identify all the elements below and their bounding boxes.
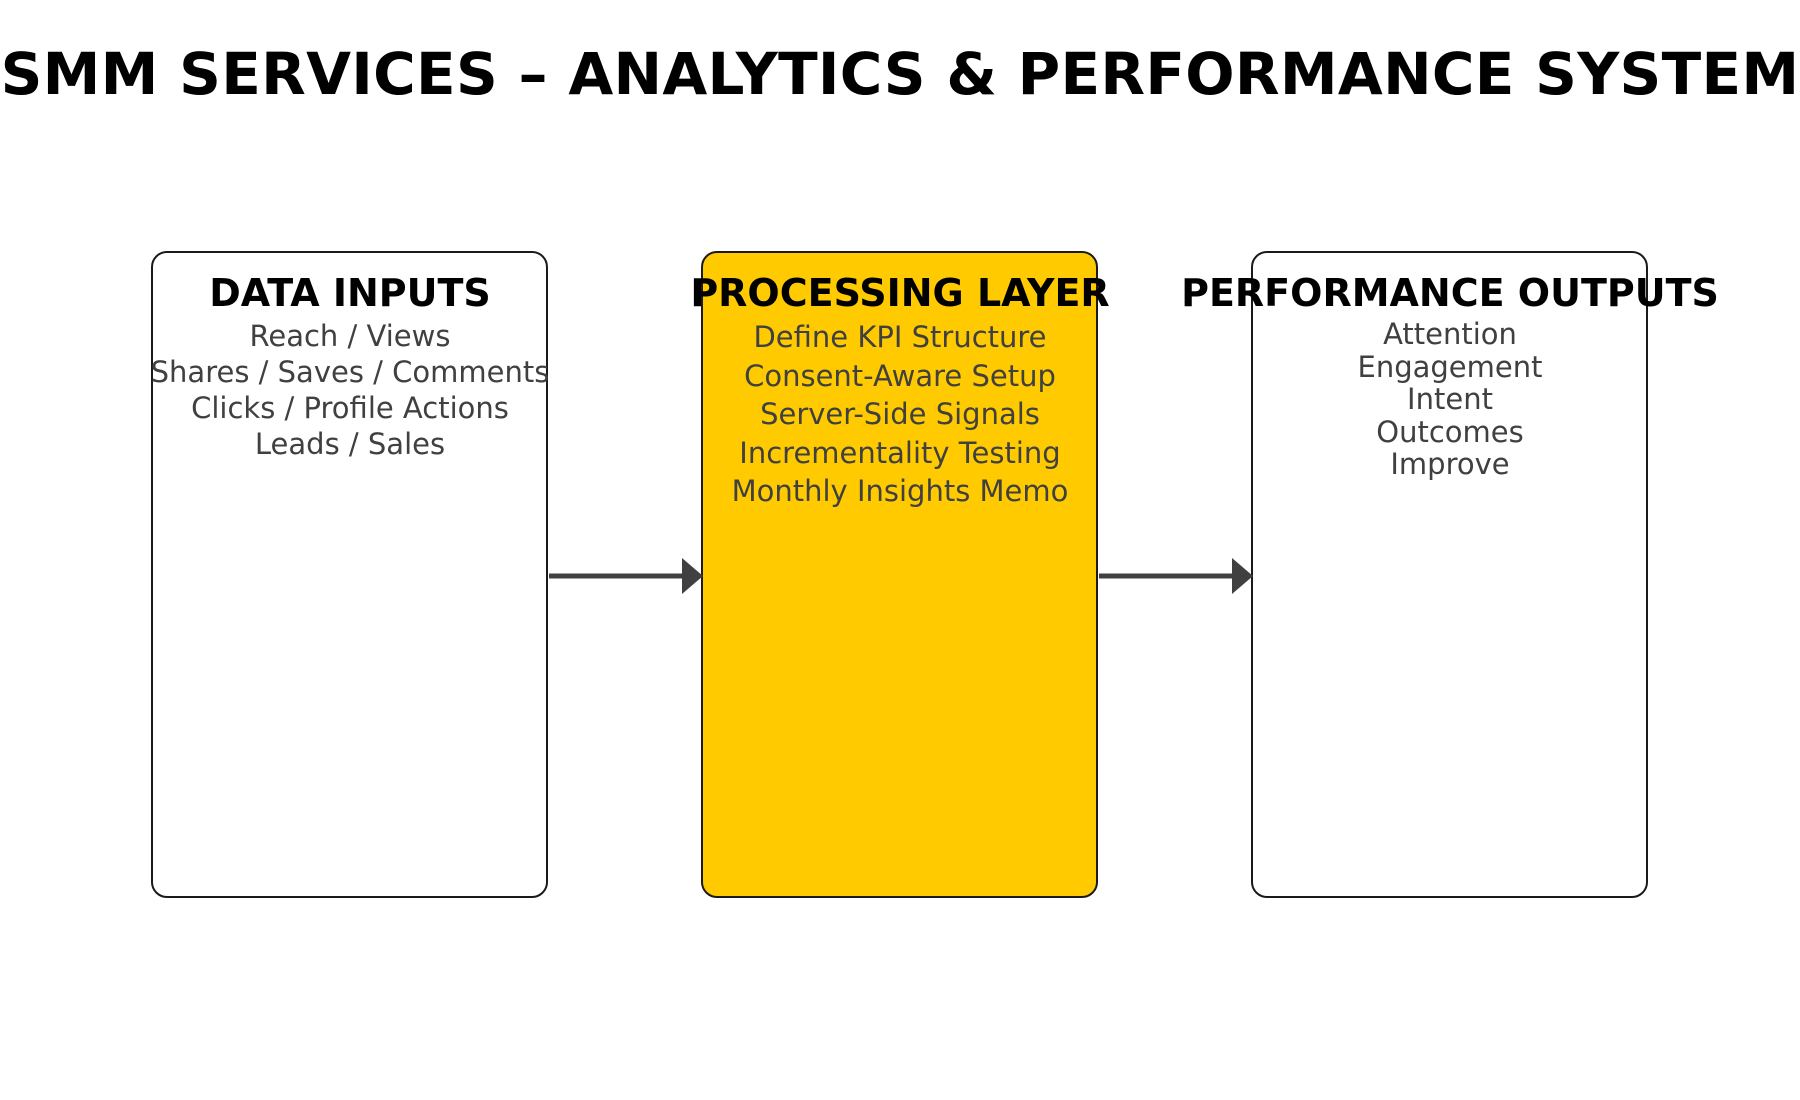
list-item: Reach / Views (249, 319, 451, 353)
list-item: Shares / Saves / Comments (150, 355, 550, 389)
page-title: SMM SERVICES – ANALYTICS & PERFORMANCE S… (0, 40, 1800, 108)
list-item: Attention (1383, 317, 1517, 351)
list-item: Server-Side Signals (760, 397, 1040, 431)
list-item: Intent (1407, 382, 1493, 416)
arrow-processing-to-outputs (1099, 558, 1253, 594)
processing-layer-list: Define KPI Structure Consent-Aware Setup… (600, 318, 1200, 511)
list-item: Consent-Aware Setup (744, 358, 1056, 393)
processing-layer-box (701, 251, 1098, 898)
list-item: Engagement (1357, 349, 1543, 384)
data-inputs-heading: DATA INPUTS (209, 271, 491, 315)
performance-outputs-heading: PERFORMANCE OUTPUTS (1181, 271, 1719, 315)
list-item: Outcomes (1376, 414, 1524, 449)
processing-layer-heading: PROCESSING LAYER (690, 271, 1110, 315)
performance-outputs-list: Attention Engagement Intent Outcomes Imp… (1150, 318, 1750, 481)
arrow-inputs-to-processing (549, 558, 703, 594)
list-item: Improve (1390, 447, 1510, 481)
list-item: Leads / Sales (254, 427, 446, 461)
data-inputs-list: Reach / Views Shares / Saves / Comments … (50, 318, 650, 462)
list-item: Define KPI Structure (753, 320, 1047, 354)
performance-outputs-box (1251, 251, 1648, 898)
list-item: Monthly Insights Memo (731, 474, 1069, 508)
list-item: Incrementality Testing (739, 435, 1061, 470)
list-item: Clicks / Profile Actions (191, 391, 509, 425)
data-inputs-box (151, 251, 548, 898)
